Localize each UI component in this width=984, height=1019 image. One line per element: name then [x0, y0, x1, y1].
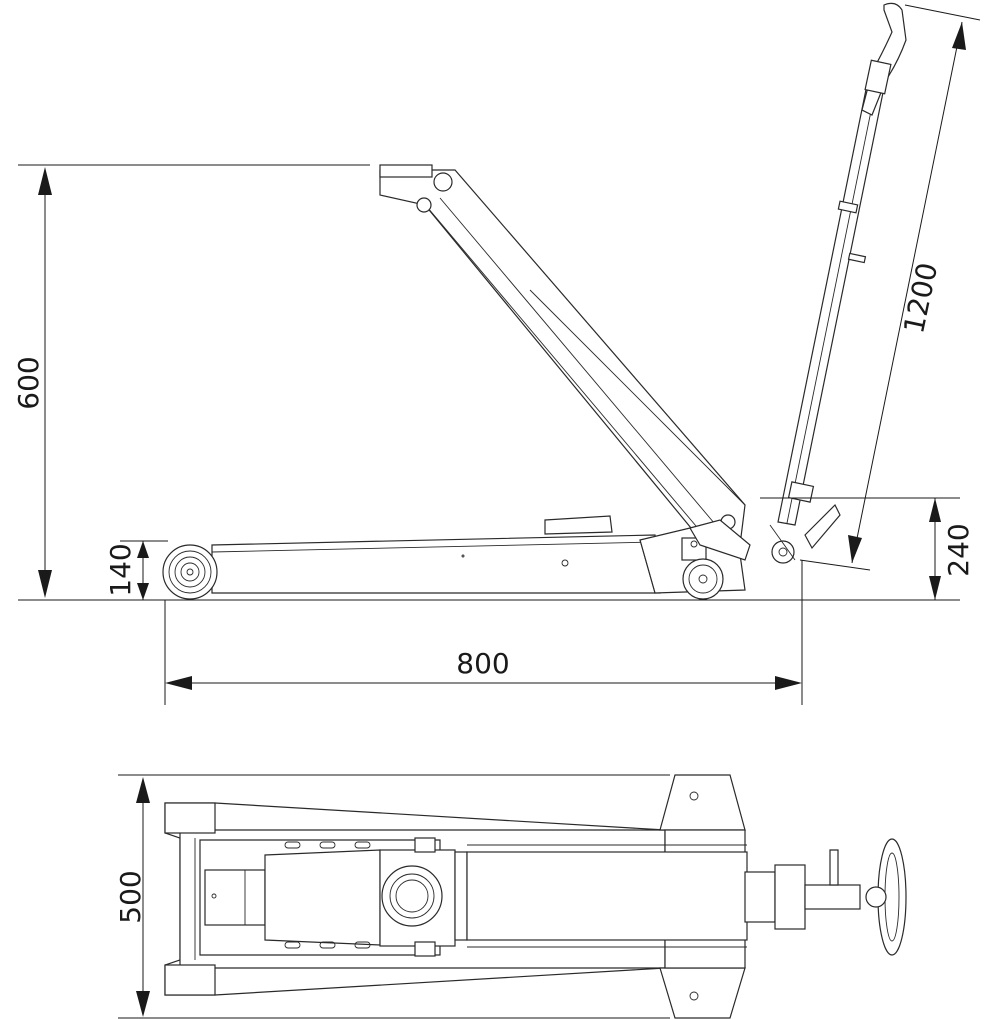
dimension-height-max: 600: [12, 164, 370, 601]
height-min-label: 140: [104, 543, 137, 596]
pump-body: [466, 844, 806, 948]
width-label: 500: [114, 870, 147, 923]
length-label: 800: [456, 647, 509, 680]
dimension-pivot-height: 240: [760, 497, 975, 600]
dimension-height-min: 140: [104, 540, 168, 600]
dimension-width: 500: [114, 774, 670, 1019]
handle: [769, 2, 907, 564]
chassis: [211, 515, 746, 594]
height-max-label: 600: [12, 356, 45, 409]
top-view: 500: [114, 774, 907, 1019]
lifting-arm: [379, 164, 751, 561]
inner-arm: [199, 837, 468, 957]
side-view: 600 140 800 1200: [12, 2, 981, 705]
top-handle: [804, 838, 907, 956]
pivot-height-label: 240: [942, 523, 975, 576]
dimension-length: 800: [164, 560, 803, 705]
handle-length-label: 1200: [897, 260, 944, 337]
front-wheel: [162, 544, 218, 600]
